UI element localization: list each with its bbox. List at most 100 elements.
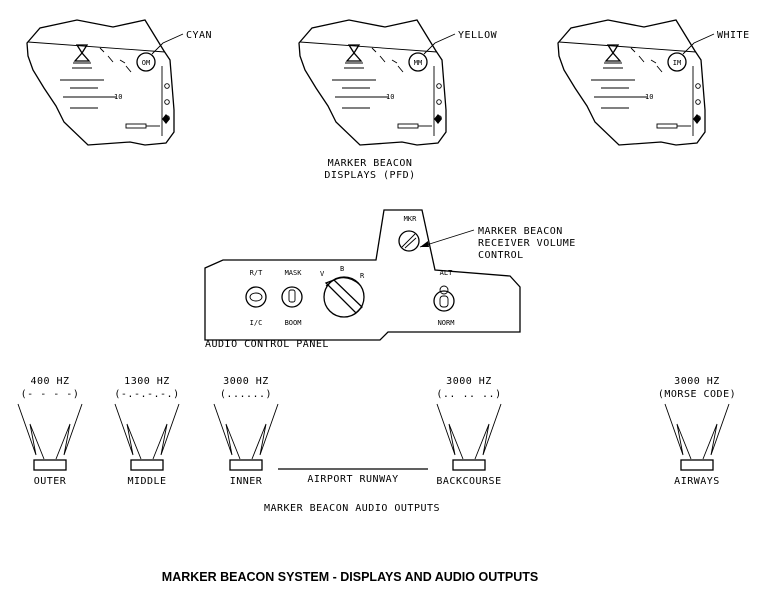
deviation-diamond	[693, 114, 701, 124]
beacon-transmitter	[452, 459, 486, 471]
pfd-roll-ticks	[99, 47, 132, 73]
marker-beacon-airways: 3000 HZ (MORSE CODE) AIRWAYS	[658, 376, 736, 487]
beacon-signal-left	[436, 403, 464, 460]
selector-v-label: V	[320, 270, 325, 278]
pfd-scale-label: 10	[386, 93, 394, 101]
color-callout-line	[151, 33, 184, 55]
marker-indicator	[408, 52, 428, 72]
volume-callout-line-3: CONTROL	[478, 250, 524, 261]
beacon-pattern: (......)	[220, 389, 272, 400]
alt-label: ALT	[440, 269, 453, 277]
color-callout-line	[682, 33, 715, 55]
beacon-name: AIRWAYS	[674, 476, 720, 487]
pfd-scale-label: 10	[114, 93, 122, 101]
color-callout-line	[423, 33, 456, 55]
beacon-pattern: (.. .. ..)	[436, 389, 501, 400]
color-callout-label: WHITE	[717, 30, 750, 41]
figure-title: MARKER BEACON SYSTEM - DISPLAYS AND AUDI…	[162, 570, 538, 584]
volume-callout-line-2: RECEIVER VOLUME	[478, 238, 576, 249]
audio-control-panel: MKR MARKER BEACON RECEIVER VOLUME CONTRO…	[204, 209, 576, 341]
marker-indicator-label: MM	[414, 59, 422, 67]
beacon-signal-right	[474, 403, 502, 460]
deviation-dot	[436, 83, 442, 89]
beacon-signal-right	[702, 403, 730, 460]
beacon-signal-left	[17, 403, 45, 460]
deviation-diamond	[434, 114, 442, 124]
beacon-signal-right	[251, 403, 279, 460]
pfd-aircraft-symbol	[345, 44, 363, 62]
deviation-dot	[164, 83, 170, 89]
marker-indicator-label: OM	[142, 59, 150, 67]
pfd-bottom-bar	[397, 123, 419, 129]
audio-control-panel-caption: AUDIO CONTROL PANEL	[205, 339, 329, 350]
audio-outputs-caption: MARKER BEACON AUDIO OUTPUTS	[264, 503, 440, 514]
runway-label: AIRPORT RUNWAY	[307, 474, 398, 485]
mask-boom-switch[interactable]	[281, 286, 303, 308]
beacon-signal-left	[664, 403, 692, 460]
beacon-signal-left	[213, 403, 241, 460]
beacon-pattern: (- - - -)	[21, 389, 80, 400]
beacon-name: INNER	[230, 476, 263, 487]
mkr-volume-knob[interactable]	[398, 230, 420, 252]
pfd-outline	[298, 19, 447, 146]
beacon-frequency: 400 HZ	[30, 376, 69, 387]
deviation-dot	[695, 99, 701, 105]
mask-label: MASK	[285, 269, 303, 277]
pfd-pitch-ladder	[60, 67, 116, 109]
boom-label: BOOM	[285, 319, 302, 327]
pfd-bottom-bar	[656, 123, 678, 129]
marker-indicator	[136, 52, 156, 72]
beacon-frequency: 3000 HZ	[674, 376, 720, 387]
marker-indicator	[667, 52, 687, 72]
beacon-name: BACKCOURSE	[436, 476, 501, 487]
beacon-frequency: 3000 HZ	[446, 376, 492, 387]
deviation-diamond	[162, 114, 170, 124]
deviation-dot	[164, 99, 170, 105]
norm-label: NORM	[438, 319, 455, 327]
rt-ic-switch[interactable]	[245, 286, 267, 308]
deviation-dot	[436, 99, 442, 105]
pfd-caption-line-1: MARKER BEACON	[328, 158, 413, 169]
beacon-signal-right	[152, 403, 180, 460]
beacon-name: MIDDLE	[127, 476, 166, 487]
beacon-frequency: 1300 HZ	[124, 376, 170, 387]
marker-beacon-middle: 1300 HZ (-.-.-.-.) MIDDLE	[114, 376, 180, 487]
beacon-pattern: (-.-.-.-.)	[114, 389, 179, 400]
vbr-selector-knob[interactable]	[323, 276, 365, 318]
deviation-dot	[695, 83, 701, 89]
pfd-caption-line-2: DISPLAYS (PFD)	[324, 170, 415, 181]
beacon-transmitter	[33, 459, 67, 471]
beacon-signal-right	[55, 403, 83, 460]
pfd-roll-ticks	[630, 47, 663, 73]
pfd-bottom-bar	[125, 123, 147, 129]
beacon-signal-left	[114, 403, 142, 460]
beacon-frequency: 3000 HZ	[223, 376, 269, 387]
pfd-scale-label: 10	[645, 93, 653, 101]
ic-label: I/C	[250, 319, 263, 327]
mkr-label: MKR	[404, 215, 417, 223]
pfd-outline	[557, 19, 706, 146]
pfd-aircraft-symbol	[73, 44, 91, 62]
pfd-pitch-ladder	[332, 67, 388, 109]
alt-norm-switch[interactable]	[433, 285, 455, 312]
rt-label: R/T	[250, 269, 263, 277]
beacon-name: OUTER	[34, 476, 67, 487]
beacon-transmitter	[229, 459, 263, 471]
selector-b-label: B	[340, 265, 344, 273]
beacon-pattern: (MORSE CODE)	[658, 389, 736, 400]
pfd-display: 10 OM CYAN	[26, 19, 212, 146]
pfd-aircraft-symbol	[604, 44, 622, 62]
color-callout-label: CYAN	[186, 30, 212, 41]
pfd-roll-ticks	[371, 47, 404, 73]
selector-r-label: R	[360, 272, 365, 280]
pfd-horizon	[27, 41, 166, 53]
beacon-transmitter	[130, 459, 164, 471]
pfd-horizon	[299, 41, 438, 53]
pfd-outline	[26, 19, 175, 146]
beacon-transmitter	[680, 459, 714, 471]
marker-beacon-backcourse: 3000 HZ (.. .. ..) BACKCOURSE	[436, 376, 502, 487]
color-callout-label: YELLOW	[458, 30, 498, 41]
pfd-display: 10 MM YELLOW	[298, 19, 498, 146]
